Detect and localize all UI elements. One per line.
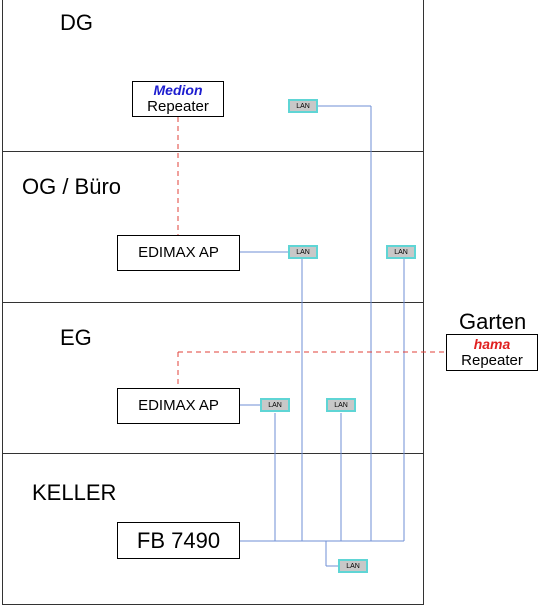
wifi-links — [177, 117, 446, 388]
lan-label: LAN — [394, 248, 408, 256]
floor-label-dg: DG — [60, 10, 93, 35]
fritzbox-router: FB 7490 — [117, 522, 240, 559]
floor-og: OG / Büro — [2, 151, 424, 303]
lan-label: LAN — [296, 102, 310, 110]
lan-cabling — [240, 105, 405, 567]
floor-dg: DG — [2, 0, 424, 152]
hama-repeater: hama Repeater — [446, 334, 538, 371]
edimax-ap-eg: EDIMAX AP — [117, 388, 240, 424]
lan-port-dg: LAN — [288, 99, 318, 113]
lan-port-eg-2: LAN — [326, 398, 356, 412]
lan-port-keller: LAN — [338, 559, 368, 573]
lan-label: LAN — [268, 401, 282, 409]
lan-label: LAN — [334, 401, 348, 409]
hama-brand: hama — [473, 335, 511, 352]
medion-repeater: Medion Repeater — [132, 81, 224, 117]
lan-port-eg-1: LAN — [260, 398, 290, 412]
medion-label: Repeater — [147, 98, 209, 116]
garten-title: Garten — [459, 309, 527, 334]
edimax-og-label: EDIMAX AP — [138, 244, 219, 262]
lan-label: LAN — [296, 248, 310, 256]
hama-label: Repeater — [461, 351, 523, 369]
floor-label-eg: EG — [60, 325, 92, 350]
lan-port-og-2: LAN — [386, 245, 416, 259]
fritzbox-label: FB 7490 — [136, 527, 221, 553]
edimax-eg-label: EDIMAX AP — [138, 397, 219, 415]
edimax-ap-og: EDIMAX AP — [117, 235, 240, 271]
lan-port-og-1: LAN — [288, 245, 318, 259]
floor-label-og: OG / Büro — [22, 174, 122, 199]
medion-brand: Medion — [153, 82, 203, 99]
lan-label: LAN — [346, 562, 360, 570]
floor-eg: EG — [2, 302, 424, 454]
floor-label-keller: KELLER — [32, 480, 117, 505]
